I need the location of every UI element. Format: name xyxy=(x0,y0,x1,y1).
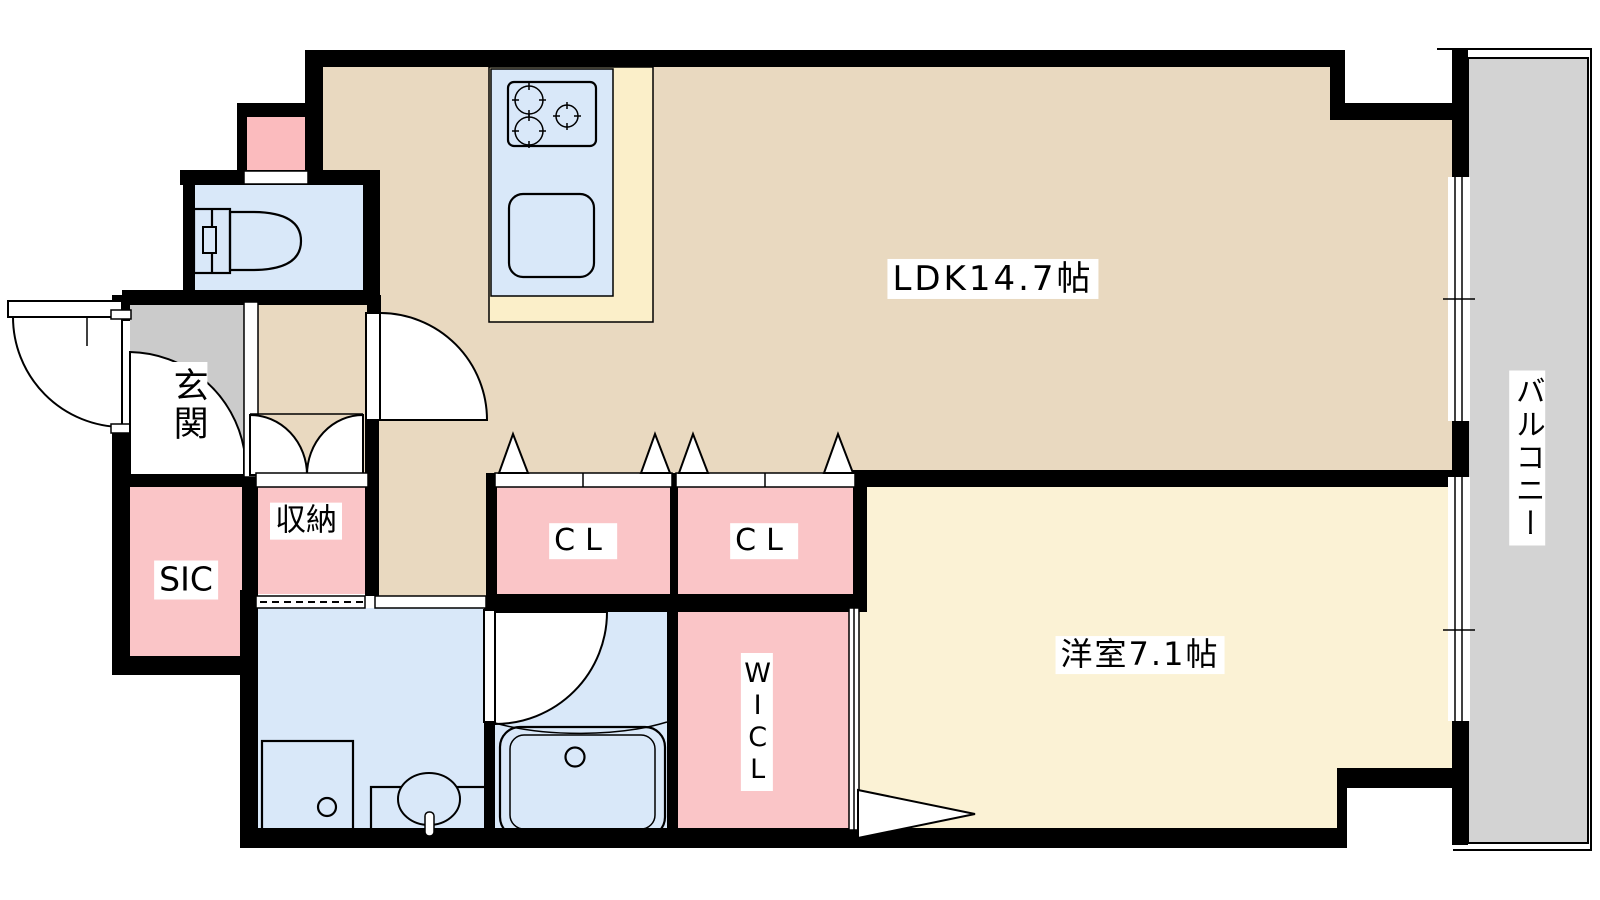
bathtub-icon xyxy=(494,721,668,839)
front-door-swing-arc xyxy=(11,316,123,429)
wall-segment xyxy=(1330,50,1345,120)
wall-segment xyxy=(122,290,380,305)
kitchen-sink-icon xyxy=(507,192,596,279)
wall-segment xyxy=(1330,103,1468,120)
wall-segment xyxy=(367,295,381,317)
walls xyxy=(112,50,1468,848)
washroom-sliding-door xyxy=(374,595,487,609)
stove-burners-icon xyxy=(506,80,598,148)
toilet-window xyxy=(243,170,309,185)
wall-segment xyxy=(1347,768,1452,788)
wall-segment xyxy=(1337,768,1347,848)
wall-segment xyxy=(853,470,867,612)
room-label-closet-right: CL xyxy=(730,523,798,559)
wall-segment xyxy=(305,50,323,175)
wicl-door-direction-mark xyxy=(857,788,976,840)
hallway-floor-south xyxy=(365,473,488,596)
wall-segment xyxy=(240,590,258,848)
fixtures xyxy=(192,80,668,840)
wall-segment xyxy=(363,170,380,305)
room-fills xyxy=(130,57,1589,844)
wall-segment xyxy=(484,596,495,614)
bathroom-door-leaf xyxy=(483,609,496,723)
wall-segment xyxy=(305,50,1345,67)
vanity-sink-icon xyxy=(369,772,489,840)
storage-door-track xyxy=(255,472,369,488)
bifold-door-mark xyxy=(639,431,672,474)
bathroom-door-swing-arc xyxy=(494,611,609,726)
room-label-closet-left: CL xyxy=(549,523,617,559)
wall-segment xyxy=(112,656,258,675)
room-label-entrance: 玄関 xyxy=(166,362,208,448)
front-door-leaf xyxy=(7,300,123,318)
toilet-room-floor xyxy=(193,185,363,293)
wall-segment xyxy=(237,103,247,173)
wall-segment xyxy=(667,612,678,828)
bifold-door-mark xyxy=(822,431,855,474)
wall-segment xyxy=(112,427,130,675)
wall-segment xyxy=(484,718,495,828)
wall-segment xyxy=(365,418,379,596)
wall-segment xyxy=(183,173,195,293)
room-label-balcony: バルコニー xyxy=(1509,370,1545,546)
balcony-railing-outline xyxy=(1437,48,1592,851)
bifold-door-mark xyxy=(497,431,530,474)
western-room-window xyxy=(1448,477,1470,721)
room-label-ldk: LDK14.7帖 xyxy=(887,258,1099,300)
wall-segment xyxy=(240,828,1347,848)
wall-segment xyxy=(1452,421,1468,477)
wall-segment xyxy=(1452,721,1468,845)
wall-segment xyxy=(242,475,258,595)
room-ldk-floor-right xyxy=(1330,120,1452,473)
ldk-door-leaf xyxy=(365,312,381,421)
wall-segment xyxy=(112,475,258,487)
room-label-wicl: WICL xyxy=(740,653,774,791)
wall-segment xyxy=(1452,50,1468,177)
front-door-frame xyxy=(110,309,132,320)
room-label-western: 洋室7.1帖 xyxy=(1055,636,1225,674)
bifold-door-mark xyxy=(677,431,710,474)
wall-segment xyxy=(670,473,678,612)
ldk-door-swing-arc xyxy=(379,311,489,421)
wall-segment xyxy=(486,594,866,612)
wall-segment xyxy=(853,470,1452,487)
doors-and-windows xyxy=(7,48,1592,851)
toilet-icon xyxy=(192,207,303,275)
wall-segment xyxy=(237,103,312,117)
wall-segment xyxy=(486,473,497,612)
washing-machine-pan-icon xyxy=(260,739,355,832)
pipe-space xyxy=(247,117,305,173)
front-door-frame xyxy=(110,423,132,434)
room-label-sic: SIC xyxy=(154,560,218,600)
kitchen-worktop xyxy=(490,68,614,297)
room-label-storage: 収納 xyxy=(270,502,342,540)
